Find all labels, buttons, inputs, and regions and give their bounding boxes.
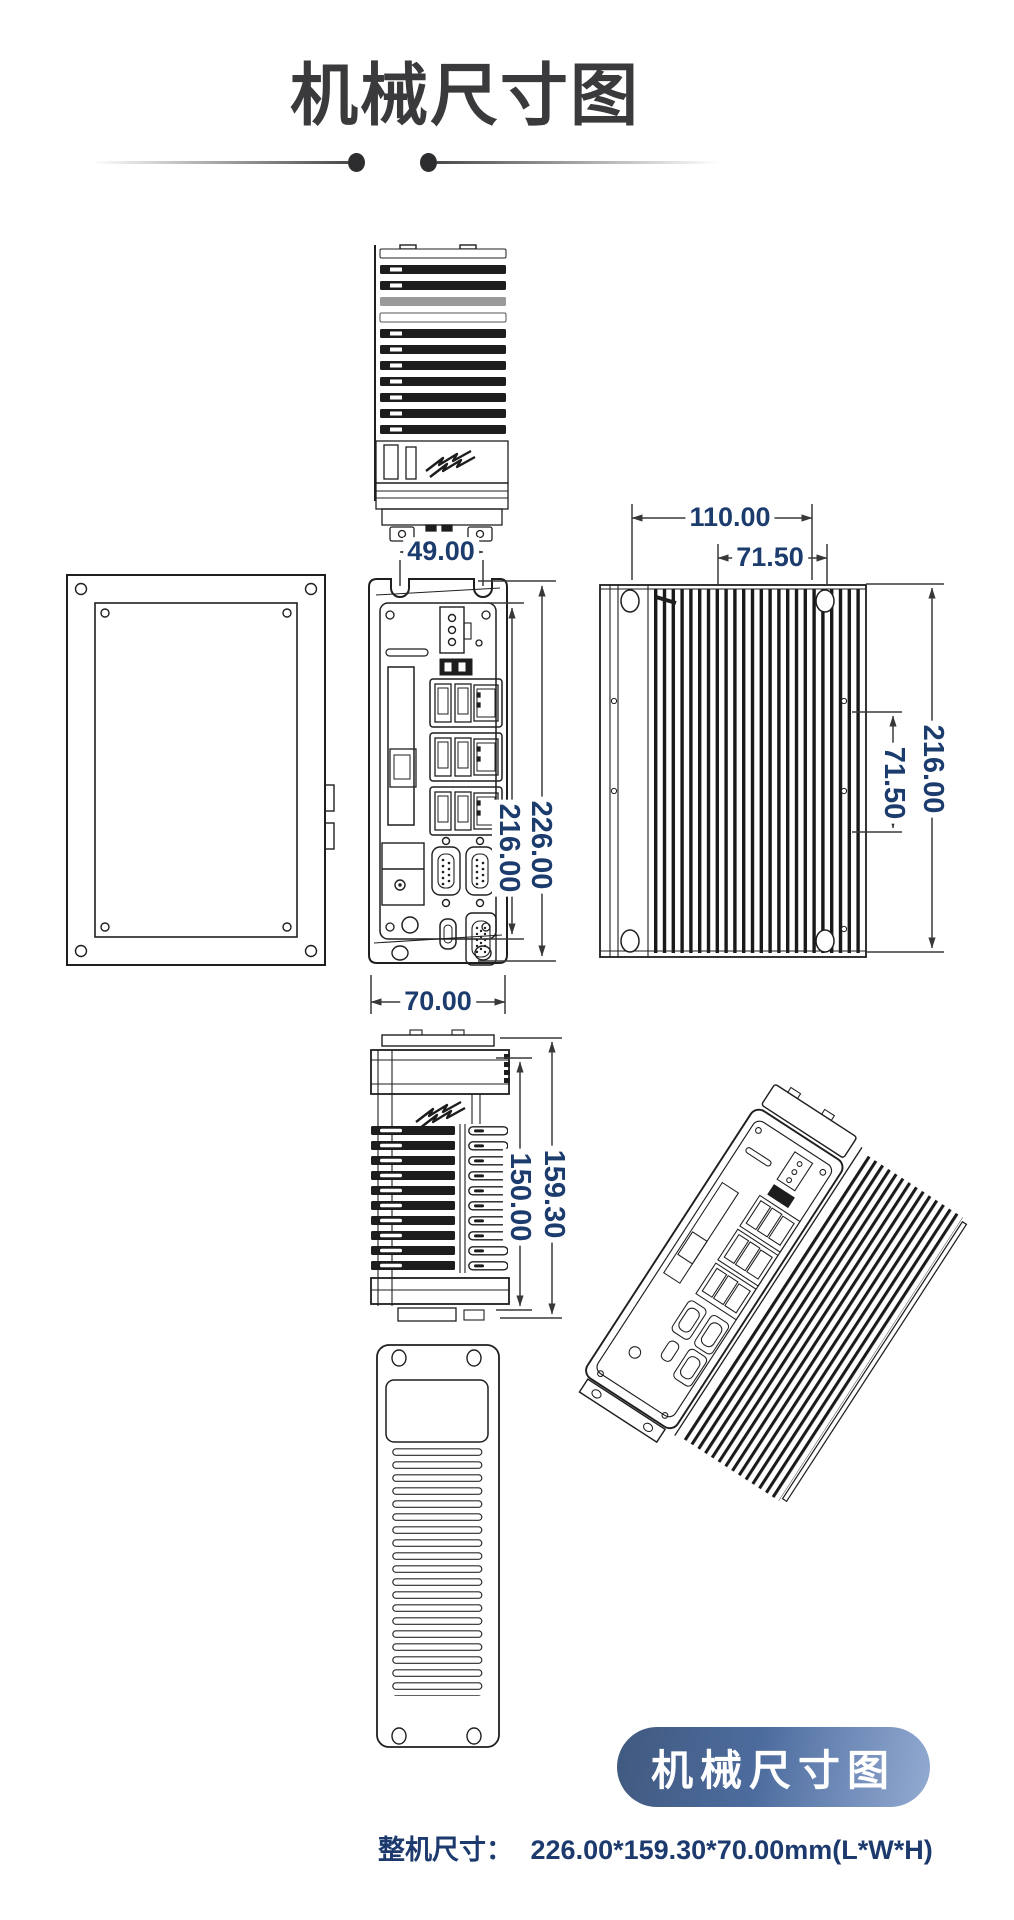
dim-profile-outer: 159.30 xyxy=(537,1145,570,1243)
dim-side-pitch: 71.50 xyxy=(877,742,910,824)
bracket xyxy=(381,842,425,906)
iso-fins xyxy=(680,1153,963,1501)
isometric-view-drawing xyxy=(578,1084,968,1503)
bottom-cover-drawing xyxy=(376,1344,500,1748)
label-recess xyxy=(385,1379,489,1443)
divider-dot-icon xyxy=(420,153,437,172)
sim-slot xyxy=(385,648,429,657)
cover-screws xyxy=(74,582,318,958)
divider-line-left xyxy=(92,161,348,164)
section-badge-label: 机械尺寸图 xyxy=(650,1746,896,1794)
lightning-bolt-icon xyxy=(414,1100,467,1130)
dim-profile-inner: 150.00 xyxy=(503,1148,536,1246)
type-c-port xyxy=(439,918,457,950)
caption-value: 226.00*159.30*70.00mm(L*W*H) xyxy=(530,1835,933,1865)
side-profile-drawing xyxy=(370,1029,510,1322)
dim-side-height: 216.00 xyxy=(916,720,949,818)
front-panel-drawing xyxy=(368,578,508,966)
iso-foot xyxy=(578,1378,667,1444)
profile-fins-comb xyxy=(468,1126,508,1271)
serial-db9-port xyxy=(431,836,461,908)
fin-mark xyxy=(655,595,677,605)
divider-line-right xyxy=(437,161,719,164)
front-panel-outline xyxy=(368,578,508,964)
expansion-slot xyxy=(387,666,417,826)
profile-fins-left xyxy=(371,1126,455,1271)
iso-front-panel xyxy=(585,1108,844,1430)
dim-front-width: 49.00 xyxy=(403,536,479,567)
top-view-fins xyxy=(379,248,507,434)
top-bracket xyxy=(381,1034,495,1047)
power-terminal xyxy=(439,606,472,654)
usb-lan-stack xyxy=(429,732,503,782)
cover-side-tabs xyxy=(324,784,335,850)
dim-side-top-pitch: 71.50 xyxy=(732,542,808,573)
dim-side-top-width: 110.00 xyxy=(685,502,775,533)
side-cover-drawing xyxy=(66,574,335,966)
top-view-drawing xyxy=(374,244,509,542)
overall-dimensions-caption: 整机尺寸： 226.00*159.30*70.00mm(L*W*H) xyxy=(378,1828,933,1867)
dip-switch xyxy=(439,658,473,676)
top-view-base xyxy=(375,440,509,542)
vent-slots xyxy=(392,1448,484,1696)
dim-height-outer: 226.00 xyxy=(524,796,557,894)
dim-height-inner: 216.00 xyxy=(492,799,525,897)
fin-side-view-drawing xyxy=(599,584,867,958)
serial-db9-port xyxy=(465,836,495,908)
cover-outline xyxy=(376,1344,500,1748)
lan-port xyxy=(389,748,417,788)
cover-inner-plate xyxy=(94,602,298,938)
divider-dot-icon xyxy=(348,153,365,172)
page-title: 机械尺寸图 xyxy=(290,58,641,134)
iso-top-bracket xyxy=(761,1084,857,1158)
vertical-fins xyxy=(654,589,860,953)
section-badge: 机械尺寸图 xyxy=(617,1727,930,1807)
mount-bracket-lines xyxy=(609,585,649,957)
iso-ports xyxy=(597,1127,827,1419)
fin-pin-holes xyxy=(610,697,848,933)
lightning-bolt-icon xyxy=(424,449,477,479)
caption-label: 整机尺寸： xyxy=(378,1835,513,1865)
mount-holes xyxy=(620,589,835,953)
antenna-hole xyxy=(401,916,419,934)
cover-outline xyxy=(66,574,326,966)
usb-lan-stack xyxy=(429,678,503,728)
dim-depth: 70.00 xyxy=(400,986,476,1017)
